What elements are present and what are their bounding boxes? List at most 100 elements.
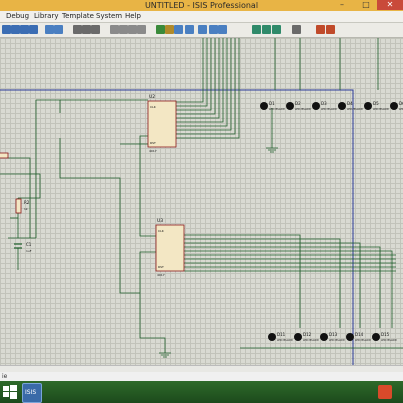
zoom-all-icon[interactable] — [20, 25, 29, 34]
c1-value: 1uF — [26, 249, 32, 253]
block-move-icon[interactable] — [119, 25, 128, 34]
taskbar: ISIS — [0, 381, 403, 403]
resistor-r2[interactable]: R2 1k — [15, 198, 30, 214]
led-d6[interactable]: D6LED-YELLOW — [390, 101, 403, 111]
maximize-button[interactable]: □ — [362, 0, 370, 9]
block-delete-icon[interactable] — [137, 25, 146, 34]
menu-library[interactable]: Library — [34, 12, 59, 20]
led-body — [346, 333, 354, 341]
led-part: LED-YELLOW — [399, 107, 403, 111]
led-ref: D15 — [381, 332, 390, 337]
toolbar — [0, 23, 403, 38]
led-body — [286, 102, 294, 110]
redo-icon[interactable] — [54, 25, 63, 34]
led-part: LED-YELLOW — [295, 107, 311, 111]
led-part: LED-YELLOW — [329, 338, 345, 342]
r2-value: 1k — [24, 207, 28, 211]
zoom-in-icon[interactable] — [2, 25, 11, 34]
netlist-to-ares-icon[interactable] — [326, 25, 335, 34]
electrical-rule-check-icon[interactable] — [316, 25, 325, 34]
search-tag-icon[interactable] — [209, 25, 218, 34]
led-part: LED-YELLOW — [269, 107, 285, 111]
ic-u3[interactable]: U3 CLK RST 4017 — [155, 218, 185, 277]
led-body — [372, 333, 380, 341]
resistor-left[interactable] — [0, 152, 9, 159]
menu-help[interactable]: Help — [125, 12, 141, 20]
menu-debug[interactable]: Debug — [6, 12, 30, 20]
led-part: LED-YELLOW — [381, 338, 397, 342]
u3-part: 4017 — [157, 273, 165, 277]
wire-autorouter-icon[interactable] — [198, 25, 207, 34]
window-title: UNTITLED - ISIS Professional — [144, 1, 259, 10]
property-assignment-icon[interactable] — [218, 25, 227, 34]
led-ref: D4 — [347, 101, 353, 106]
r2-ref: R2 — [24, 200, 30, 205]
schematic-canvas[interactable]: U2 CLK RST 4017 U3 CLK RST 4017 R2 1k C1 — [0, 38, 403, 365]
led-body — [338, 102, 346, 110]
block-copy-icon[interactable] — [110, 25, 119, 34]
led-ref: D12 — [303, 332, 312, 337]
led-part: LED-YELLOW — [321, 107, 337, 111]
remove-sheet-icon[interactable] — [262, 25, 271, 34]
close-button[interactable]: ✕ — [377, 0, 403, 10]
led-part: LED-YELLOW — [347, 107, 363, 111]
paste-icon[interactable] — [91, 25, 100, 34]
package-tool-icon[interactable] — [174, 25, 183, 34]
u3-pin-clk: CLK — [158, 229, 165, 233]
tray-icon[interactable] — [378, 385, 392, 399]
make-device-icon[interactable] — [165, 25, 174, 34]
u2-pin-rst: RST — [150, 141, 156, 145]
ic-u2[interactable]: U2 CLK RST 4017 — [147, 94, 177, 153]
led-ref: D5 — [373, 101, 379, 106]
led-ref: D2 — [295, 101, 301, 106]
u3-ref: U3 — [157, 218, 163, 224]
isis-task-icon[interactable]: ISIS — [22, 383, 42, 403]
new-sheet-icon[interactable] — [252, 25, 261, 34]
bill-of-materials-icon[interactable] — [292, 25, 301, 34]
windows-start-icon[interactable] — [2, 384, 18, 400]
u2-pin-clk: CLK — [150, 105, 157, 109]
u2-ref: U2 — [149, 94, 155, 100]
leds-top-row: D1LED-YELLOWD2LED-YELLOWD3LED-YELLOWD4LE… — [260, 101, 403, 111]
cut-icon[interactable] — [73, 25, 82, 34]
led-ref: D11 — [277, 332, 286, 337]
zoom-out-icon[interactable] — [11, 25, 20, 34]
exit-to-parent-icon[interactable] — [272, 25, 281, 34]
schematic-drawing: U2 CLK RST 4017 U3 CLK RST 4017 R2 1k C1 — [0, 38, 403, 365]
led-body — [312, 102, 320, 110]
pick-device-icon[interactable] — [156, 25, 165, 34]
menu-system[interactable]: System — [96, 12, 123, 20]
led-part: LED-YELLOW — [355, 338, 371, 342]
minimize-button[interactable]: – — [340, 0, 344, 9]
status-bar: ie — [0, 372, 403, 381]
copy-icon[interactable] — [82, 25, 91, 34]
led-ref: D13 — [329, 332, 338, 337]
led-part: LED-YELLOW — [303, 338, 319, 342]
zoom-area-icon[interactable] — [29, 25, 38, 34]
led-body — [320, 333, 328, 341]
title-bar: UNTITLED - ISIS Professional – □ ✕ — [0, 0, 403, 11]
capacitor-c1[interactable]: C1 1uF — [14, 242, 32, 253]
led-ref: D3 — [321, 101, 327, 106]
led-ref: D14 — [355, 332, 364, 337]
u3-pin-rst: RST — [158, 265, 164, 269]
menu-template[interactable]: Template — [62, 12, 94, 20]
led-part: LED-YELLOW — [373, 107, 389, 111]
decompose-icon[interactable] — [185, 25, 194, 34]
block-rotate-icon[interactable] — [128, 25, 137, 34]
undo-icon[interactable] — [45, 25, 54, 34]
menu-bar: Debug Library Template System Help — [0, 11, 403, 23]
leds-bottom-row: D11LED-YELLOWD12LED-YELLOWD13LED-YELLOWD… — [268, 332, 397, 342]
horizontal-scrollbar[interactable] — [0, 365, 403, 373]
led-body — [294, 333, 302, 341]
